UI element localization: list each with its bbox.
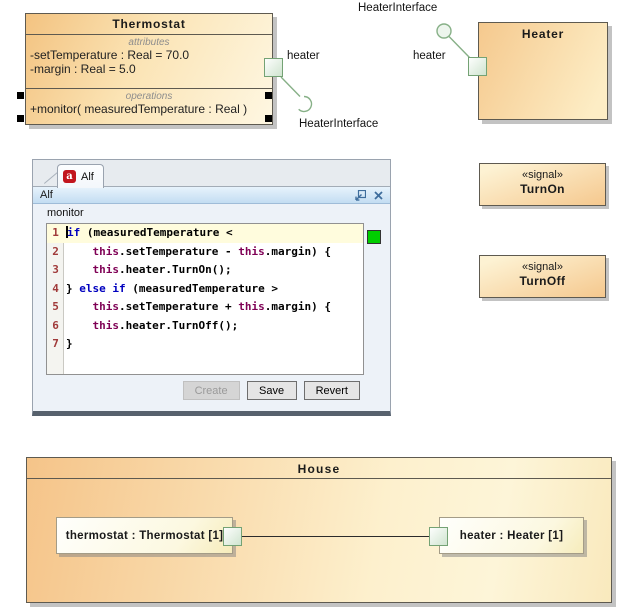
operations-compartment[interactable]: operations +monitor( measuredTemperature… [26, 89, 272, 125]
code-line[interactable]: 7} [47, 335, 363, 354]
code-line[interactable]: 3 this.heater.TurnOn(); [47, 261, 363, 280]
code-line[interactable]: 5 this.setTemperature + this.margin) { [47, 298, 363, 317]
heater-port-label[interactable]: heater [413, 50, 446, 62]
selection-handle[interactable] [265, 115, 272, 122]
part-heater-port[interactable] [429, 527, 448, 546]
house-title[interactable]: House [27, 458, 611, 479]
context-label: monitor [47, 207, 84, 219]
alf-panel-header: Alf [33, 187, 390, 204]
line-number: 6 [52, 318, 59, 332]
code-line[interactable]: 4 } else if (measuredTemperature > [47, 280, 363, 299]
tab-alf[interactable]: a Alf [57, 164, 104, 188]
provided-interface-label[interactable]: HeaterInterface [358, 2, 438, 14]
part-connector[interactable] [242, 536, 429, 537]
attribute-row[interactable]: -setTemperature : Real = 70.0 [30, 48, 190, 62]
signal-name[interactable]: TurnOff [519, 274, 566, 288]
provided-interface-connector[interactable] [448, 35, 471, 59]
thermostat-title[interactable]: Thermostat [26, 14, 272, 35]
code-text: } else if (measuredTemperature > [66, 281, 278, 295]
operations-compartment-label: operations [125, 91, 173, 102]
part-thermostat-port[interactable] [223, 527, 242, 546]
code-text: this.heater.TurnOff(); [92, 318, 239, 332]
code-text: if (measuredTemperature < [66, 226, 233, 239]
code-text: this.setTemperature + this.margin) { [92, 300, 331, 313]
attribute-row[interactable]: -margin : Real = 5.0 [30, 61, 136, 76]
thermostat-heater-port[interactable] [264, 58, 283, 77]
required-interface-connector[interactable] [280, 76, 301, 97]
thermostat-port-label[interactable]: heater [287, 50, 320, 62]
text-caret [66, 226, 68, 238]
selection-handle[interactable] [17, 115, 24, 122]
save-button[interactable]: Save [246, 381, 297, 400]
alf-tab-row: a Alf [33, 160, 390, 188]
code-editor[interactable]: 1 if (measuredTemperature < 2 this.setTemp… [46, 223, 364, 375]
line-number: 7 [52, 337, 59, 350]
signal-name[interactable]: TurnOn [520, 182, 565, 196]
editor-button-row: Create Save Revert [182, 381, 360, 400]
code-line[interactable]: 6 this.heater.TurnOff(); [47, 317, 363, 336]
code-lines: 1 if (measuredTemperature < 2 this.setTemp… [47, 224, 363, 354]
signal-turnoff-block[interactable]: «signal» TurnOff [479, 255, 606, 298]
line-number: 2 [52, 244, 59, 258]
part-thermostat[interactable]: thermostat : Thermostat [1] [56, 517, 233, 554]
attributes-compartment[interactable]: attributes -setTemperature : Real = 70.0… [26, 35, 272, 89]
alf-editor-window: a Alf Alf [32, 159, 391, 416]
selection-handle[interactable] [265, 92, 272, 99]
line-number: 3 [52, 263, 59, 276]
close-icon[interactable] [374, 190, 383, 200]
heater-block[interactable]: Heater [478, 22, 608, 120]
line-number-gutter [47, 224, 64, 374]
code-line[interactable]: 2 this.setTemperature - this.margin) { [47, 243, 363, 262]
operation-row[interactable]: +monitor( measuredTemperature : Real ) [30, 102, 248, 116]
part-heater[interactable]: heater : Heater [1] [439, 517, 584, 554]
line-number: 4 [52, 281, 59, 295]
selection-handle[interactable] [17, 92, 24, 99]
thermostat-block[interactable]: Thermostat attributes -setTemperature : … [25, 13, 273, 125]
heater-title[interactable]: Heater [521, 27, 565, 41]
signal-turnon-block[interactable]: «signal» TurnOn [479, 163, 606, 206]
house-block[interactable]: House thermostat : Thermostat [1] heater… [26, 457, 612, 603]
code-line[interactable]: 1 if (measuredTemperature < [47, 224, 363, 243]
required-interface-label[interactable]: HeaterInterface [299, 118, 379, 130]
socket-icon[interactable] [298, 95, 313, 113]
restore-window-icon[interactable] [355, 189, 366, 201]
code-text: this.setTemperature - this.margin) { [92, 244, 331, 258]
tab-label: Alf [81, 170, 94, 183]
attributes-compartment-label: attributes [128, 37, 170, 48]
status-indicator [367, 230, 381, 244]
create-button[interactable]: Create [182, 381, 240, 400]
code-text: } [66, 337, 73, 350]
code-text: this.heater.TurnOn(); [92, 263, 232, 276]
line-number: 1 [52, 226, 59, 239]
revert-button[interactable]: Revert [303, 381, 360, 400]
line-number: 5 [52, 300, 59, 313]
signal-stereotype: «signal» [522, 261, 563, 273]
signal-stereotype: «signal» [522, 169, 563, 181]
ball-icon[interactable] [436, 23, 452, 39]
heater-heater-port[interactable] [468, 57, 487, 76]
alf-logo-icon: a [63, 170, 76, 183]
panel-title: Alf [40, 189, 53, 201]
